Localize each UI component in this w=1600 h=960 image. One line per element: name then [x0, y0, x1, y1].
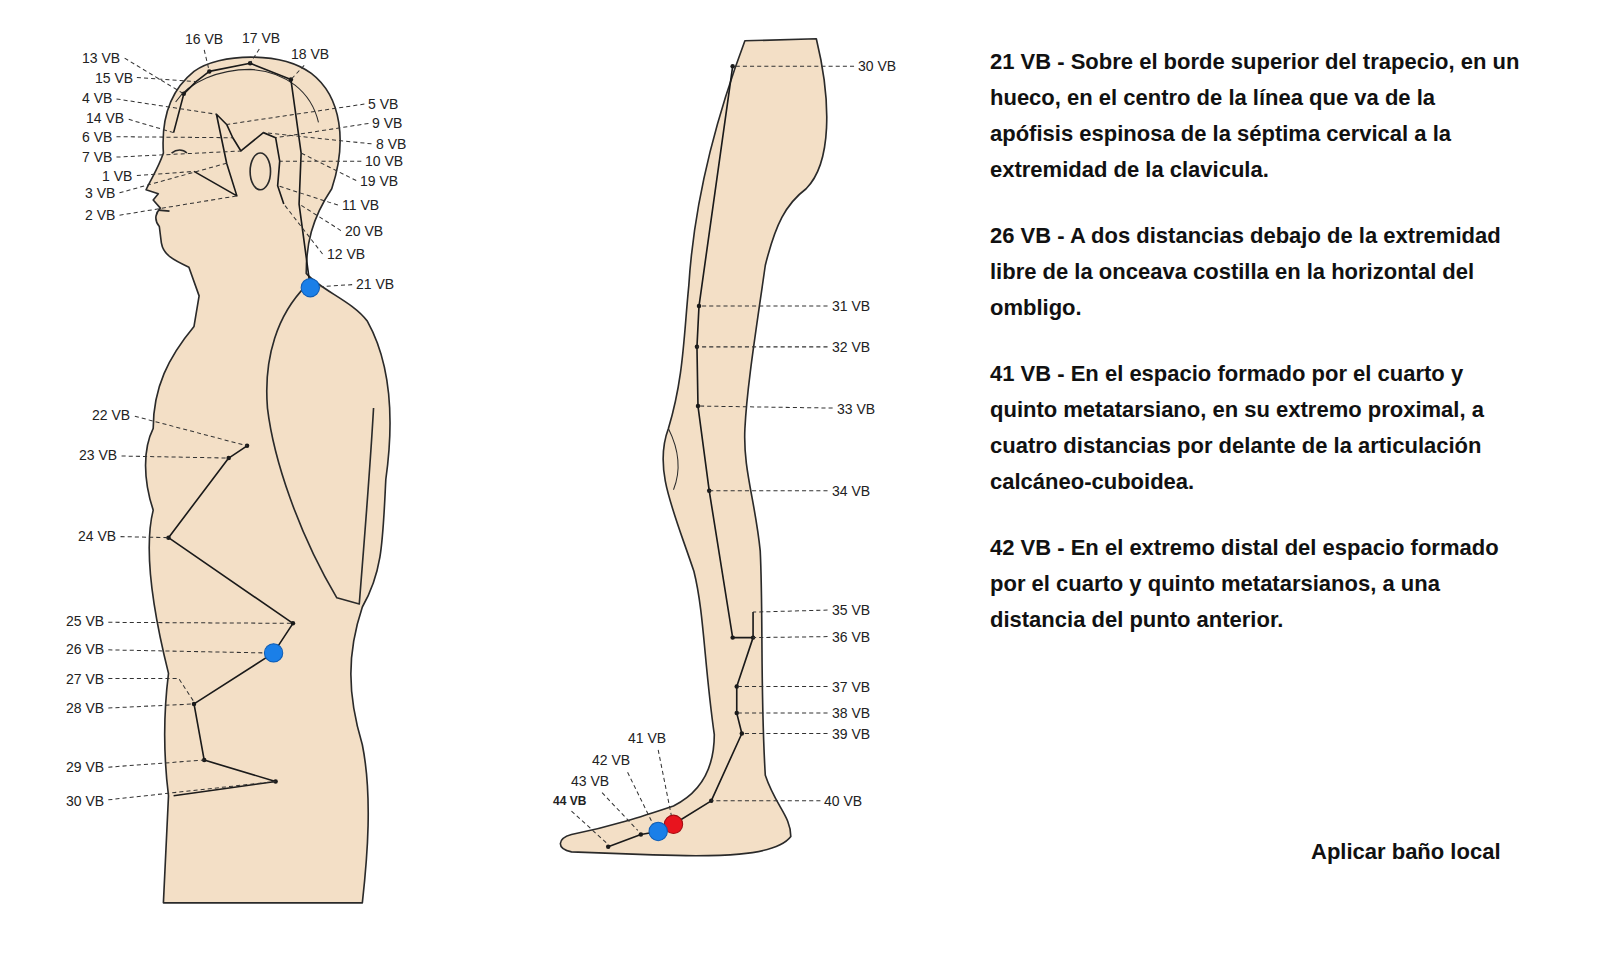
callout-number: 27 VB: [66, 671, 104, 687]
callout-number: 14 VB: [86, 110, 124, 126]
callout-number: 39 VB: [832, 726, 870, 742]
callout-number: 33 VB: [837, 401, 875, 417]
callout-number: 25 VB: [66, 613, 104, 629]
point-dot: [740, 731, 744, 735]
description-column: 21 VB - Sobre el borde superior del trap…: [990, 44, 1520, 668]
point-description: 41 VB - En el espacio formado por el cua…: [990, 356, 1520, 500]
point-dot: [697, 304, 701, 308]
leg-figure: [560, 39, 826, 856]
callout-number: 44 VB: [553, 794, 586, 808]
point-dot: [696, 404, 700, 408]
callout-number: 16 VB: [185, 31, 223, 47]
arm-outline: [267, 286, 374, 604]
blue-dot: [264, 644, 282, 662]
callout-number: 32 VB: [832, 339, 870, 355]
point-dot: [182, 92, 186, 96]
blue-dot: [649, 822, 667, 840]
callout-number: 13 VB: [82, 50, 120, 66]
callout-number: 8 VB: [376, 136, 406, 152]
callout-number: 11 VB: [342, 197, 379, 213]
point-description: 42 VB - En el extremo distal del espacio…: [990, 530, 1520, 638]
callout-number: 23 VB: [79, 447, 117, 463]
callout-number: 42 VB: [592, 752, 630, 768]
callout-number: 43 VB: [571, 773, 609, 789]
callout-number: 36 VB: [832, 629, 870, 645]
leader-lines: [108, 49, 854, 843]
callout-number: 22 VB: [92, 407, 130, 423]
callout-number: 38 VB: [832, 705, 870, 721]
ear: [250, 153, 270, 190]
callout-number: 15 VB: [95, 70, 133, 86]
callout-number: 12 VB: [327, 246, 365, 262]
callout-number: 6 VB: [82, 129, 112, 145]
leg-meridian: [608, 66, 753, 846]
meridian-lines: [169, 63, 754, 847]
callout-number: 5 VB: [368, 96, 398, 112]
highlight-dots: [264, 279, 682, 841]
callout-number: 37 VB: [832, 679, 870, 695]
instruction-note: Aplicar baño local: [1311, 837, 1501, 867]
point-dot: [730, 64, 734, 68]
callout-number: 40 VB: [824, 793, 862, 809]
callout-number: 34 VB: [832, 483, 870, 499]
mouth: [158, 210, 169, 211]
knee-line: [668, 428, 678, 489]
callout-number: 28 VB: [66, 700, 104, 716]
callout-number: 18 VB: [291, 46, 329, 62]
callout-number: 30 VB: [66, 793, 104, 809]
callout-number: 26 VB: [66, 641, 104, 657]
callout-number: 9 VB: [372, 115, 402, 131]
callout-number: 17 VB: [242, 30, 280, 46]
body-figure: [146, 57, 390, 903]
point-description: 26 VB - A dos distancias debajo de la ex…: [990, 218, 1520, 326]
callout-number: 1 VB: [102, 168, 132, 184]
torso-meridian: [169, 446, 293, 796]
point-dot: [606, 845, 610, 849]
callout-number: 24 VB: [78, 528, 116, 544]
callout-number: 10 VB: [365, 153, 403, 169]
callout-number: 31 VB: [832, 298, 870, 314]
callout-number: 4 VB: [82, 90, 112, 106]
point-dot: [291, 621, 295, 625]
point-description: 21 VB - Sobre el borde superior del trap…: [990, 44, 1520, 188]
point-dot: [639, 832, 643, 836]
leg-outline: [560, 39, 826, 856]
callout-number: 19 VB: [360, 173, 398, 189]
callout-number: 7 VB: [82, 149, 112, 165]
blue-dot: [301, 279, 319, 297]
head-meridian: [174, 63, 311, 287]
callout-number: 20 VB: [345, 223, 383, 239]
torso-outline: [146, 57, 390, 903]
callout-number: 30 VB: [858, 58, 896, 74]
callout-number: 21 VB: [356, 276, 394, 292]
callout-number: 2 VB: [85, 207, 115, 223]
callout-number: 41 VB: [628, 730, 666, 746]
callout-number: 3 VB: [85, 185, 115, 201]
eye: [172, 150, 187, 153]
callout-number: 29 VB: [66, 759, 104, 775]
point-dots: [166, 61, 755, 849]
point-dot: [730, 635, 734, 639]
callout-number: 35 VB: [832, 602, 870, 618]
